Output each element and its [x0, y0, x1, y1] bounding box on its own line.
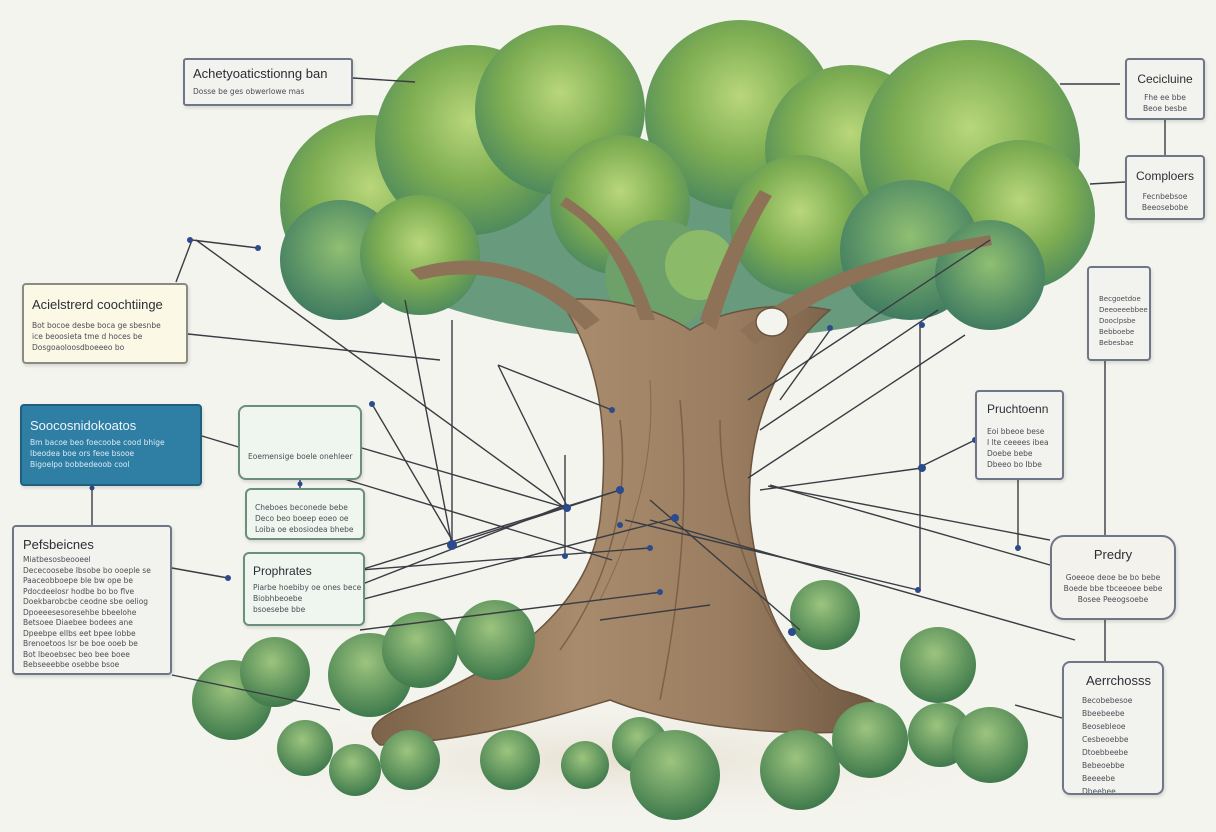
right-mid-card: Pruchtoenn Eoi bbeoe bese I lte ceeees i… — [975, 390, 1064, 480]
top-right-card-1-title: Cecicluine — [1137, 72, 1193, 86]
left-blue-card: Soocosnidokoatos Bm bacoe beo foecoobe c… — [20, 404, 202, 486]
left-list-card-line: Dpeebpe ellbs eet bpee lobbe — [23, 628, 136, 638]
top-right-card-2-line: Beeosebobe — [1141, 203, 1189, 212]
right-pill-card-line: Boede bbe tbceeoee bebe — [1063, 584, 1163, 593]
mid-green-card-2-line: Cheboes beconede bebe — [255, 503, 348, 512]
mid-green-card-3: Prophrates Piarbe hoebiby oe ones bece B… — [243, 552, 365, 626]
left-list-card-line: Brenoetoos lsr be boe ooeb be — [23, 639, 138, 648]
right-list-card-line: Dtoebbeebe — [1082, 748, 1129, 757]
top-left-label-card: Achetyoaticstionng ban Dosse be ges obwe… — [183, 58, 353, 106]
left-list-card-line: Miatbesosbeooeel — [23, 555, 91, 564]
mid-green-card-2-line: Loiba oe ebosiodea bhebe — [255, 525, 354, 534]
mid-green-card-2: Cheboes beconede bebe Deco beo boeep eoe… — [245, 488, 365, 540]
right-list-card-line: Beosebleoe — [1082, 722, 1126, 731]
right-mid-card-line: Doebe bebe — [987, 449, 1033, 458]
left-list-card-line: Paaceobboepe ble bw ope be — [23, 576, 134, 585]
top-left-card-title: Achetyoaticstionng ban — [193, 66, 328, 81]
right-note-card-line: Bebboebe — [1099, 328, 1135, 336]
connector-lines — [91, 77, 1166, 719]
top-right-card-2: Comploers Fecnbebsoe Beeosebobe — [1125, 155, 1205, 220]
mid-green-card-3-line: Biobhbeoebe — [253, 594, 303, 603]
left-list-card-line: Doekbarobcbe ceodne sbe oeliog — [23, 597, 149, 606]
mid-green-card-1-line: Eoemensige boele onehleer — [248, 452, 353, 461]
right-list-card-line: Cesbeoebbe — [1082, 735, 1129, 744]
right-list-card: Aerrchosss Becobebesoe Bbeebeebe Beosebl… — [1062, 661, 1164, 795]
left-list-card-line: Betsoee Diaebee bodees ane — [23, 618, 133, 627]
right-list-card-line: Bebeoebbe — [1082, 761, 1125, 770]
right-note-card-line: Dooclpsbe — [1099, 317, 1136, 325]
right-note-card-line: Bebesbae — [1099, 339, 1134, 347]
right-list-card-line: Becobebesoe — [1082, 696, 1133, 705]
top-left-card-line: Dosse be ges obwerlowe mas — [193, 87, 305, 96]
top-right-card-1-line: Fhe ee bbe — [1144, 93, 1186, 102]
right-list-card-title: Aerrchosss — [1086, 673, 1152, 688]
tree-trunk — [371, 190, 992, 746]
mid-green-card-3-line: Piarbe hoebiby oe ones bece — [253, 583, 362, 592]
top-right-card-2-title: Comploers — [1135, 169, 1195, 183]
mid-green-card-1: Eoemensige boele onehleer — [238, 405, 362, 480]
left-blue-card-line: Bm bacoe beo foecoobe cood bhige — [30, 438, 165, 447]
left-list-card: Pefsbeicnes Miatbesosbeooeel Dececoosebe… — [12, 525, 172, 675]
right-list-card-line: Dbeebee — [1082, 787, 1116, 795]
left-blue-card-line: Bigoelpo bobbedeoob cool — [30, 460, 130, 469]
right-note-card-line: Deeoeeebbee — [1099, 306, 1148, 314]
right-note-card-line: Becgoetdoe — [1099, 295, 1141, 303]
right-note-card: Becgoetdoe Deeoeeebbee Dooclpsbe Bebboeb… — [1087, 266, 1151, 361]
left-cream-card-line: Dosgoaoloosdboeeeo bo — [32, 343, 125, 352]
right-pill-card: Predry Goeeoe deoe be bo bebe Boede bbe … — [1050, 535, 1176, 620]
left-cream-card-title: Acielstrerd coochtiinge — [32, 297, 163, 312]
left-cream-card-line: ice beoosieta tme d hoces be — [32, 332, 143, 341]
mid-green-card-2-line: Deco beo boeep eoeo oe — [255, 514, 349, 523]
left-blue-card-title: Soocosnidokoatos — [30, 418, 137, 433]
right-pill-card-line: Bosee Peeogsoebe — [1077, 595, 1149, 604]
left-cream-card-line: Bot bocoe desbe boca ge sbesnbe — [32, 321, 161, 330]
right-mid-card-title: Pruchtoenn — [987, 402, 1049, 416]
left-blue-card-line: Ibeodea boe ors feoe bsooe — [30, 449, 135, 458]
left-cream-card: Acielstrerd coochtiinge Bot bocoe desbe … — [22, 283, 188, 364]
top-right-card-1: Cecicluine Fhe ee bbe Beoe besbe — [1125, 58, 1205, 120]
left-list-card-line: Bebseeebbe osebbe bsoe — [23, 660, 120, 669]
shrubs — [192, 580, 1028, 820]
right-pill-card-title: Predry — [1093, 547, 1133, 562]
tree-canopy — [280, 20, 1095, 340]
left-list-card-line: Dpoeeesesoresehbe bbeelohe — [23, 607, 137, 617]
top-right-card-2-line: Fecnbebsoe — [1142, 192, 1188, 201]
right-mid-card-line: Eoi bbeoe bese — [987, 427, 1045, 436]
right-pill-card-line: Goeeoe deoe be bo bebe — [1065, 573, 1161, 582]
right-list-card-line: Beeeebe — [1082, 774, 1115, 783]
left-list-card-title: Pefsbeicnes — [23, 537, 94, 552]
left-list-card-line: Pdocdeelosr hodbe bo bo flve — [23, 586, 135, 596]
top-right-card-1-line: Beoe besbe — [1142, 104, 1187, 113]
mid-green-card-3-title: Prophrates — [253, 564, 312, 578]
left-list-card-line: Dececoosebe Ibsobe bo ooeple se — [23, 565, 151, 575]
right-mid-card-line: Dbeeo bo Ibbe — [987, 460, 1042, 469]
left-list-card-line: Bot lbeoebsec beo bee boee — [23, 649, 130, 659]
right-mid-card-line: I lte ceeees ibea — [987, 438, 1049, 447]
mid-green-card-3-line: bsoesebe bbe — [253, 605, 306, 614]
right-list-card-line: Bbeebeebe — [1082, 709, 1125, 718]
